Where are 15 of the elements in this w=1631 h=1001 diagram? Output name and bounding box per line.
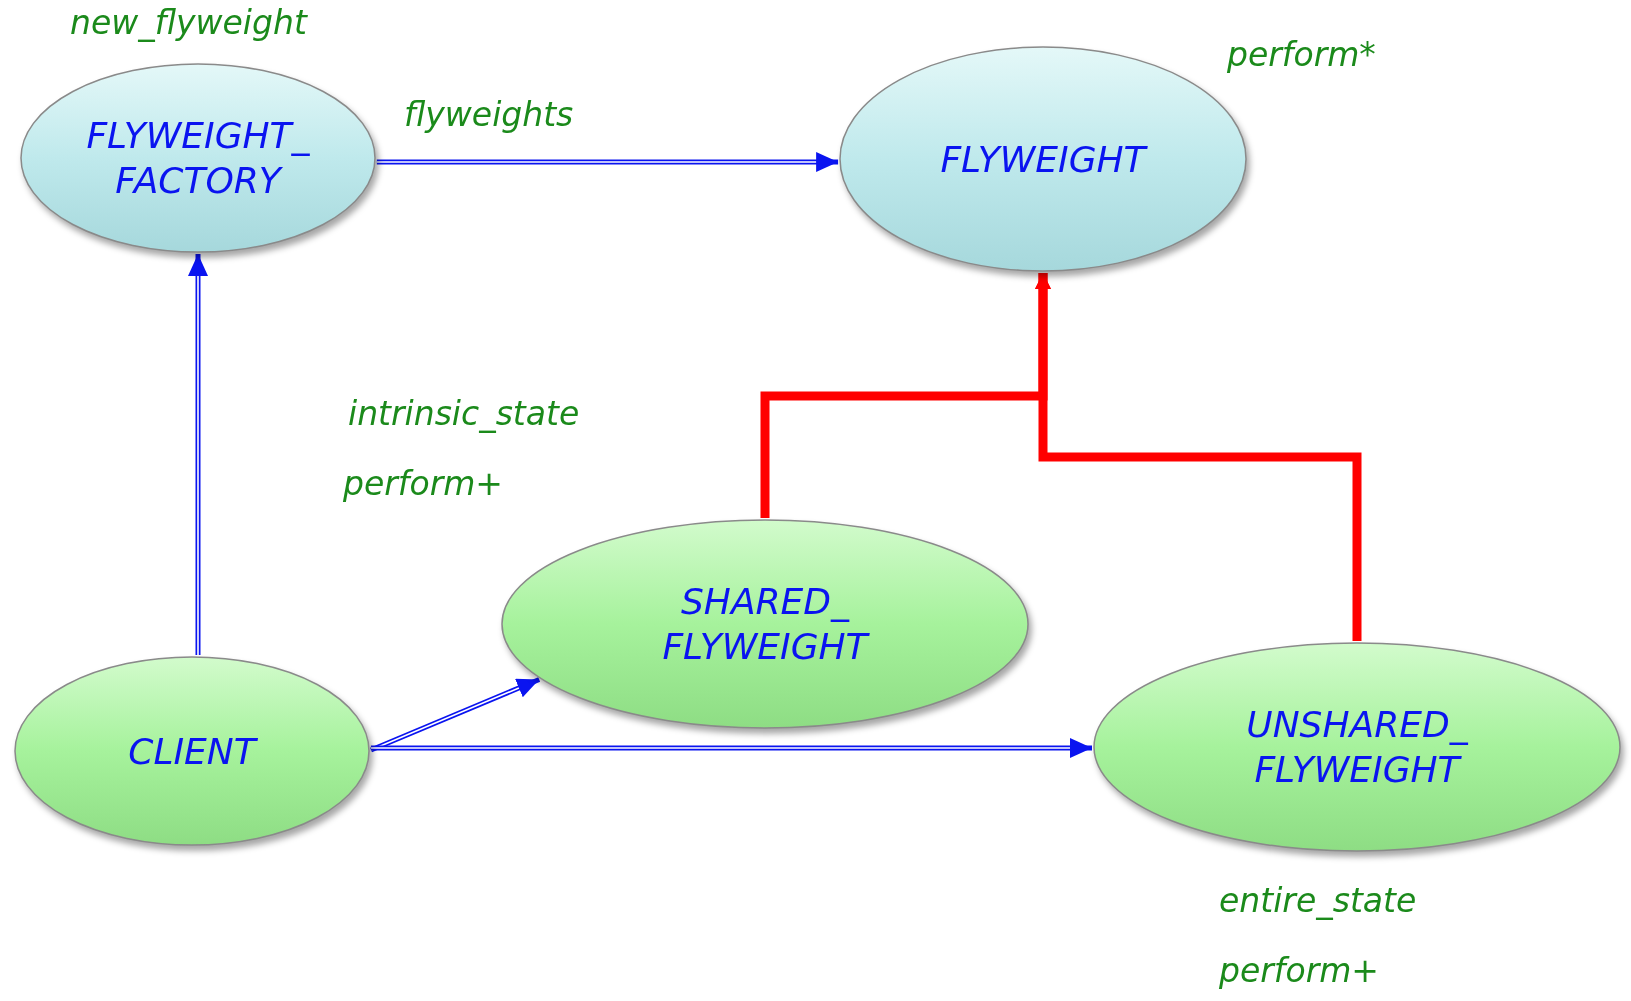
ellipse-node: [1092, 641, 1622, 853]
class-name: CLIENT: [127, 729, 259, 774]
feature-label: entire_state: [1219, 882, 1417, 920]
ellipse-node: [500, 518, 1030, 730]
feature-label: intrinsic_state: [348, 395, 580, 433]
ellipse-node: [19, 62, 377, 254]
class-name: UNSHARED_ FLYWEIGHT: [1245, 703, 1469, 792]
feature-label: perform+: [1219, 952, 1379, 990]
class-name: SHARED_ FLYWEIGHT: [661, 580, 871, 669]
ellipse-node: [13, 655, 371, 847]
feature-label: perform+: [343, 465, 503, 503]
class-name: FLYWEIGHT: [939, 137, 1149, 182]
feature-label: perform*: [1227, 36, 1376, 74]
class-name: FLYWEIGHT_ FACTORY: [85, 114, 311, 203]
feature-label: new_flyweight: [70, 4, 307, 42]
